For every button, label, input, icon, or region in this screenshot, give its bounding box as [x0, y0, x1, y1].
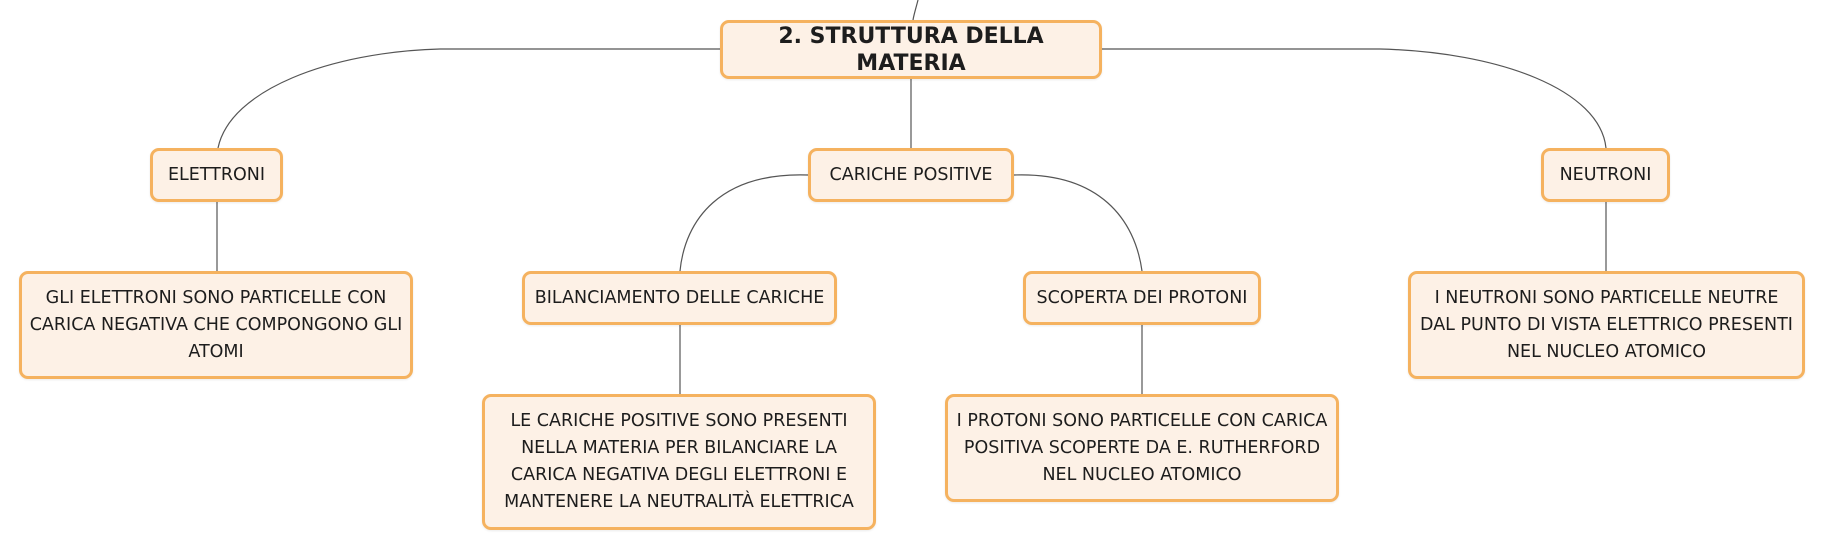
- node-elettroni-description-label: GLI ELETTRONI SONO PARTICELLE CON CARICA…: [29, 287, 403, 362]
- node-elettroni-description[interactable]: GLI ELETTRONI SONO PARTICELLE CON CARICA…: [19, 271, 413, 379]
- connector-root-to-elettroni: [217, 48, 721, 149]
- node-elettroni-label: ELETTRONI: [167, 164, 266, 185]
- node-neutroni[interactable]: NEUTRONI: [1541, 148, 1670, 202]
- root-node-label: 2. STRUTTURA DELLA MATERIA: [778, 23, 1044, 76]
- node-neutroni-description[interactable]: I NEUTRONI SONO PARTICELLE NEUTRE DAL PU…: [1408, 271, 1805, 379]
- node-bilanciamento-cariche-label: BILANCIAMENTO DELLE CARICHE: [534, 287, 825, 308]
- node-bilanciamento-cariche[interactable]: BILANCIAMENTO DELLE CARICHE: [522, 271, 837, 325]
- node-protoni-description[interactable]: I PROTONI SONO PARTICELLE CON CARICA POS…: [945, 394, 1339, 502]
- node-scoperta-protoni[interactable]: SCOPERTA DEI PROTONI: [1023, 271, 1261, 325]
- node-neutroni-description-label: I NEUTRONI SONO PARTICELLE NEUTRE DAL PU…: [1420, 287, 1793, 362]
- node-bilanciamento-description-label: LE CARICHE POSITIVE SONO PRESENTI NELLA …: [504, 411, 854, 512]
- root-node[interactable]: 2. STRUTTURA DELLA MATERIA: [720, 20, 1102, 79]
- node-bilanciamento-description[interactable]: LE CARICHE POSITIVE SONO PRESENTI NELLA …: [482, 394, 876, 530]
- connector-root-to-neutroni: [1102, 48, 1607, 149]
- node-cariche-positive[interactable]: CARICHE POSITIVE: [808, 148, 1014, 202]
- node-neutroni-label: NEUTRONI: [1559, 164, 1652, 185]
- connector-parent-to-root: [912, 0, 919, 21]
- connector-cariche-to-scoperta: [1013, 174, 1143, 272]
- node-cariche-positive-label: CARICHE POSITIVE: [829, 164, 993, 185]
- connector-cariche-to-bilanciamento: [679, 174, 809, 272]
- node-protoni-description-label: I PROTONI SONO PARTICELLE CON CARICA POS…: [956, 410, 1328, 485]
- node-scoperta-protoni-label: SCOPERTA DEI PROTONI: [1036, 287, 1248, 308]
- node-elettroni[interactable]: ELETTRONI: [150, 148, 283, 202]
